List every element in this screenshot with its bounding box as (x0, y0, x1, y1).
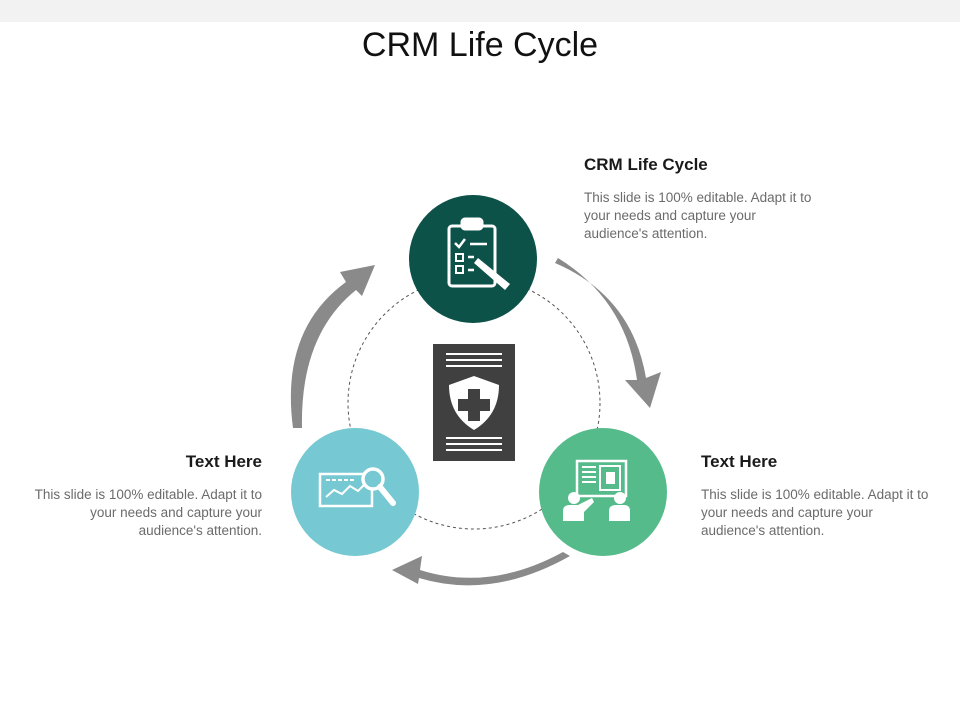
center-shield-document (433, 344, 515, 461)
text-block-top: CRM Life Cycle This slide is 100% editab… (584, 155, 814, 243)
slide-title: CRM Life Cycle (361, 26, 599, 64)
block-heading: CRM Life Cycle (584, 155, 708, 174)
block-text: This slide is 100% editable. Adapt it to… (584, 190, 812, 241)
arrow-right-to-left (392, 552, 570, 586)
node-right-circle (539, 428, 667, 556)
chart-magnifier-icon (318, 467, 396, 508)
text-block-left: Text Here This slide is 100% editable. A… (32, 452, 262, 540)
node-top-circle (409, 195, 537, 323)
dashed-ring (347, 276, 601, 530)
shield-cross-document-icon (446, 353, 502, 451)
block-heading: Text Here (185, 452, 262, 471)
block-text: This slide is 100% editable. Adapt it to… (34, 487, 262, 538)
block-heading: Text Here (701, 452, 778, 471)
node-left-circle (291, 428, 419, 556)
arrow-left-to-top (290, 265, 375, 428)
node-top (409, 195, 537, 323)
header-band (0, 0, 960, 22)
block-text: This slide is 100% editable. Adapt it to… (701, 487, 929, 538)
arrow-top-to-right (555, 258, 661, 408)
text-block-right: Text Here This slide is 100% editable. A… (701, 452, 931, 540)
presentation-meeting-icon (563, 459, 630, 521)
clipboard-checklist-icon (447, 217, 510, 290)
node-right (539, 428, 667, 556)
node-left (291, 428, 419, 556)
